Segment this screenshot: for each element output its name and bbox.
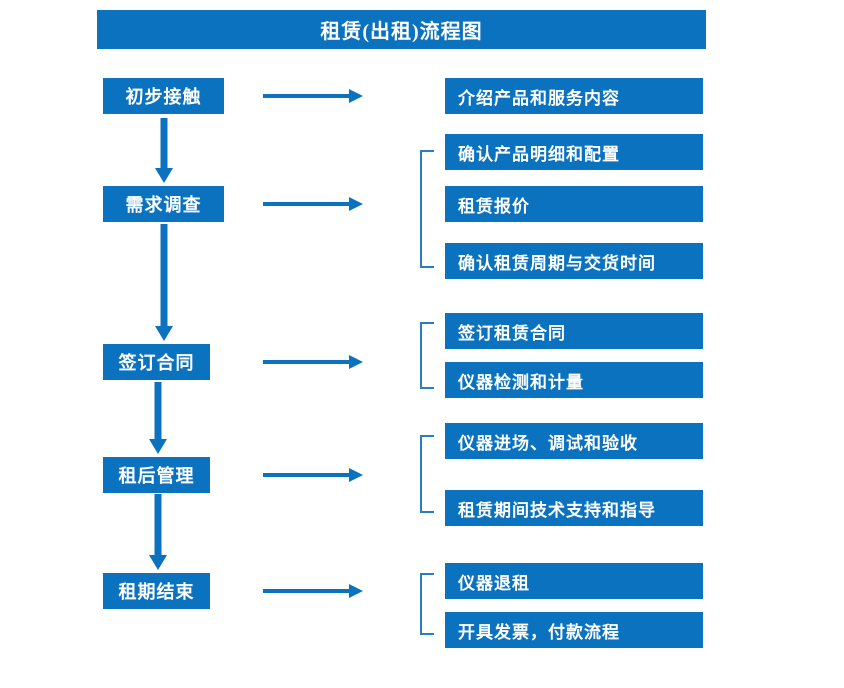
- right-arrow-icon: [263, 584, 363, 598]
- group-bracket-icon: [420, 150, 434, 268]
- group-bracket-icon: [420, 322, 434, 389]
- down-arrow-icon: [149, 494, 167, 570]
- stage-box-needs-survey[interactable]: 需求调查: [103, 186, 224, 222]
- detail-box-instrument-inspection[interactable]: 仪器检测和计量: [445, 362, 703, 398]
- stage-box-initial-contact[interactable]: 初步接触: [103, 78, 224, 114]
- detail-box-technical-support[interactable]: 租赁期间技术支持和指导: [445, 490, 703, 526]
- right-arrow-icon: [263, 468, 363, 482]
- stage-box-post-lease-management[interactable]: 租后管理: [103, 457, 210, 493]
- stage-box-sign-contract[interactable]: 签订合同: [103, 344, 210, 380]
- down-arrow-icon: [149, 382, 167, 454]
- detail-box-invoice-payment[interactable]: 开具发票，付款流程: [445, 612, 703, 648]
- group-bracket-icon: [420, 435, 434, 513]
- right-arrow-icon: [263, 197, 363, 211]
- detail-box-instrument-return[interactable]: 仪器退租: [445, 563, 703, 599]
- right-arrow-icon: [263, 89, 363, 103]
- down-arrow-icon: [155, 224, 173, 341]
- down-arrow-icon: [155, 118, 173, 183]
- detail-box-confirm-product-spec[interactable]: 确认产品明细和配置: [445, 134, 703, 170]
- diagram-title: 租赁(出租)流程图: [97, 10, 706, 49]
- detail-box-confirm-lease-period[interactable]: 确认租赁周期与交货时间: [445, 243, 703, 279]
- detail-box-sign-lease-contract[interactable]: 签订租赁合同: [445, 313, 703, 349]
- stage-box-lease-end[interactable]: 租期结束: [103, 573, 210, 609]
- group-bracket-icon: [420, 573, 434, 635]
- detail-box-introduce-products[interactable]: 介绍产品和服务内容: [445, 78, 703, 114]
- right-arrow-icon: [263, 355, 363, 369]
- detail-box-lease-quote[interactable]: 租赁报价: [445, 186, 703, 222]
- detail-box-instrument-onsite-commissioning[interactable]: 仪器进场、调试和验收: [445, 423, 703, 459]
